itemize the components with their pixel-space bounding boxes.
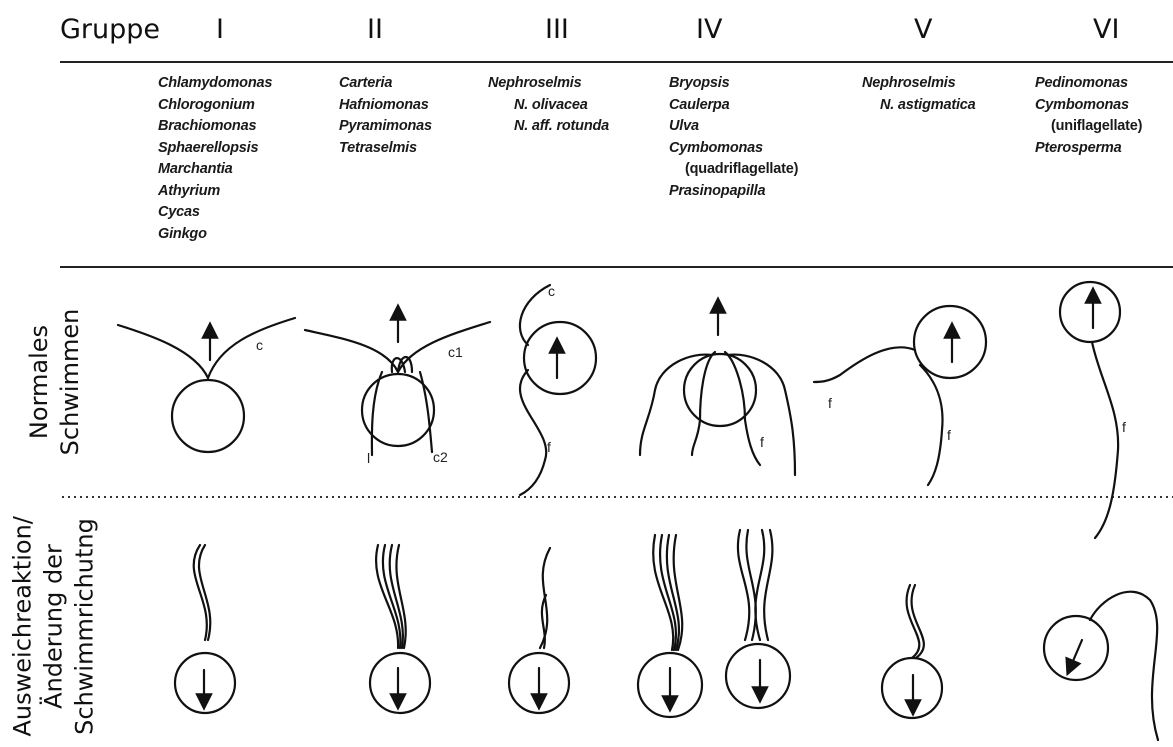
flagellum-label: l [367,450,370,466]
cell-v-normal [814,306,986,485]
cell-iii-avoid [509,548,569,713]
cell-vi-normal [1060,282,1120,538]
cell-i-avoid [175,545,235,713]
cell-i-normal [118,318,295,452]
cell-ii-normal [305,312,490,455]
cell-iv-normal [640,305,795,475]
flagellum-label: f [947,427,951,443]
cell-iv-avoid [638,530,790,717]
flagellum-label: f [1122,419,1126,435]
flagellum-label: f [828,395,832,411]
cell-v-avoid [882,585,942,718]
cell-vi-avoid [1044,592,1158,740]
flagellum-label: f [547,439,551,455]
flagellum-label: c [256,337,263,353]
cell-iii-normal [520,285,596,495]
cell-ii-avoid [370,545,430,713]
flagellum-label: f [760,434,764,450]
flagellum-label: c1 [448,344,463,360]
flagellum-label: c [548,283,555,299]
flagellum-label: c2 [433,449,448,465]
